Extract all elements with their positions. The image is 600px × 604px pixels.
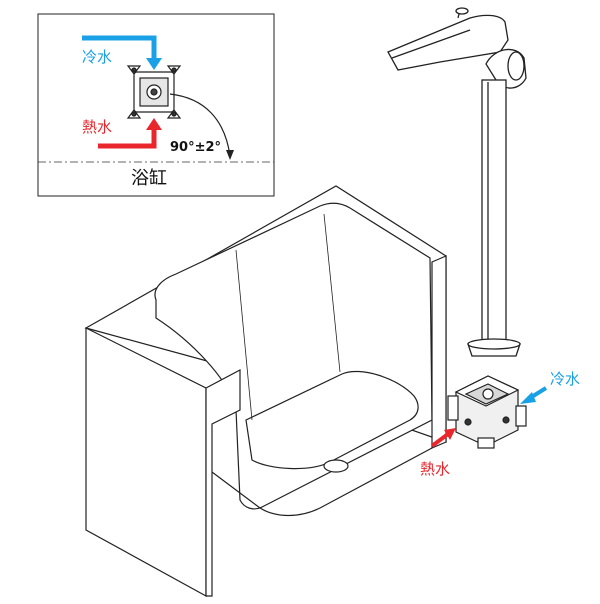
- main-cold-label: 冷水: [550, 370, 580, 388]
- faucet-spout: [387, 14, 509, 71]
- bathtub-label: 浴缸: [131, 167, 167, 189]
- freestanding-faucet: [387, 7, 527, 357]
- cold-inlet-arrow: [82, 35, 162, 70]
- mounting-box-top-view: [126, 65, 182, 119]
- inset-cold-label: 冷水: [82, 48, 112, 66]
- main-cold-arrow: [520, 386, 548, 404]
- angle-label: 90°±2°: [170, 140, 221, 155]
- main-hot-arrow: [430, 428, 456, 448]
- faucet-column: [481, 79, 507, 343]
- bathtub: [84, 185, 447, 598]
- rotation-angle-arrow: [169, 93, 234, 160]
- mounting-box: [447, 375, 527, 449]
- bathtub-front-panel: [85, 327, 207, 598]
- main-hot-label: 熱水: [420, 460, 450, 478]
- inset-panel: 冷水 熱水 90°±2° 浴缸: [37, 13, 275, 197]
- hot-inlet-arrow: [98, 118, 162, 149]
- inset-hot-label: 熱水: [82, 118, 112, 136]
- bathtub-drain: [323, 459, 349, 473]
